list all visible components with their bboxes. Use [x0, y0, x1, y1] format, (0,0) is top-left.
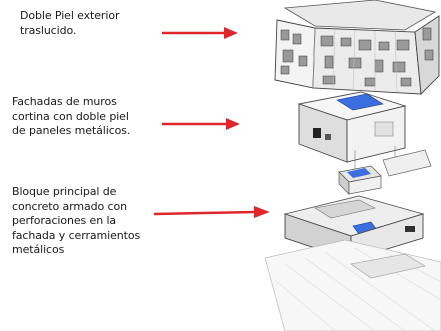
connector-layer: [338, 165, 382, 195]
outer-skin-layer: [274, 0, 440, 95]
arrow-outer-skin: [162, 27, 238, 39]
annotation-outer-skin: Doble Piel exterior traslucido.: [20, 9, 120, 37]
building-stack-illustration: [264, 0, 441, 331]
annotation-main-block: Bloque principal de concreto armado con …: [12, 185, 141, 256]
arrow-main-block: [153, 206, 270, 218]
annotation-curtain-wall: Fachadas de muros cortina con doble piel…: [12, 95, 131, 137]
site-plane: [264, 239, 441, 331]
curtain-wall-layer: [297, 91, 432, 177]
arrow-curtain-wall: [162, 118, 240, 130]
